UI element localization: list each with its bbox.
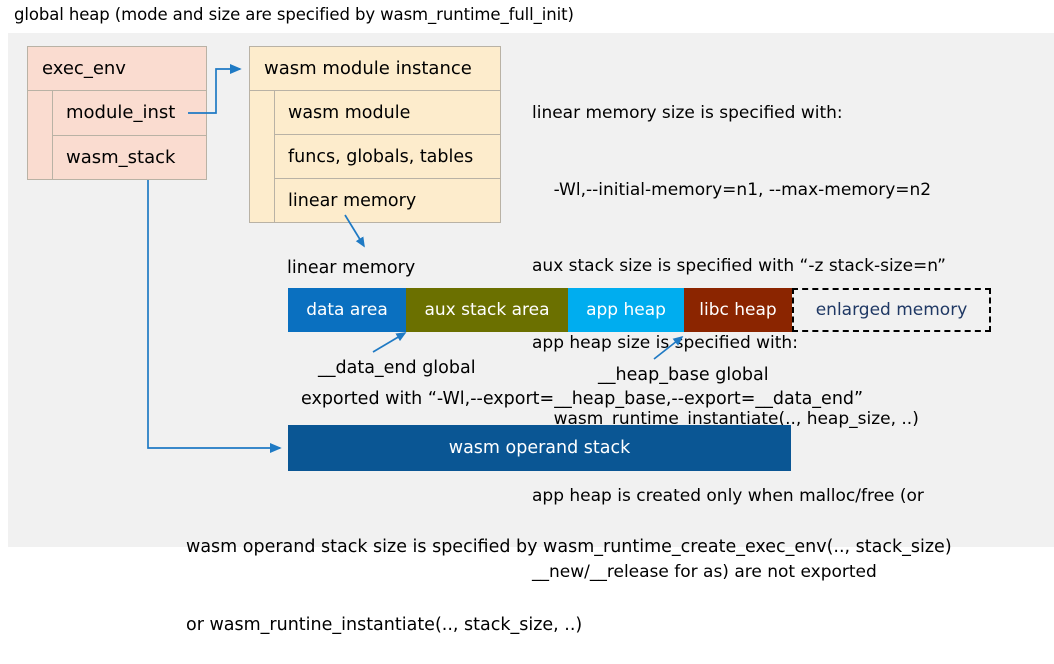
operand-stack-note-line-1: wasm operand stack size is specified by … <box>186 537 952 557</box>
linear-memory-bar: data area aux stack area app heap libc h… <box>288 288 991 332</box>
memory-note-line-5: wasm_runtime_instantiate(.., heap_size, … <box>532 409 919 429</box>
memory-notes: linear memory size is specified with: -W… <box>532 50 1032 611</box>
exec-env-gutter <box>28 91 53 179</box>
module-instance-field-funcs-globals-tables: funcs, globals, tables <box>275 135 500 179</box>
exec-env-header: exec_env <box>28 47 206 91</box>
memory-note-line-6: app heap is created only when malloc/fre… <box>532 485 924 506</box>
exec-env-field-module-inst: module_inst <box>53 91 206 136</box>
module-instance-field-linear-memory: linear memory <box>288 190 417 211</box>
memory-segment-app-heap: app heap <box>568 288 684 332</box>
module-instance-fields: wasm module funcs, globals, tables linea… <box>275 91 500 222</box>
memory-segment-enlarged-memory: enlarged memory <box>792 288 991 332</box>
heap-base-annotation: __heap_base global <box>598 365 769 385</box>
memory-segment-aux-stack-area: aux stack area <box>406 288 568 332</box>
module-instance-gutter <box>250 91 275 222</box>
wasm-operand-stack-box: wasm operand stack <box>288 425 791 471</box>
exec-env-fields: module_inst wasm_stack <box>53 91 206 179</box>
exported-with-annotation: exported with “-Wl,--export=__heap_base,… <box>301 389 864 409</box>
memory-note-line-2: -Wl,--initial-memory=n1, --max-memory=n2 <box>532 179 932 200</box>
exec-env-body: module_inst wasm_stack <box>28 91 206 179</box>
data-end-annotation: __data_end global <box>318 358 476 378</box>
operand-stack-notes: wasm operand stack size is specified by … <box>186 482 952 664</box>
memory-note-line-1: linear memory size is specified with: <box>532 103 843 123</box>
module-instance-body: wasm module funcs, globals, tables linea… <box>250 91 500 222</box>
module-instance-header: wasm module instance <box>250 47 500 91</box>
memory-segment-libc-heap: libc heap <box>684 288 792 332</box>
operand-stack-note-line-2: or wasm_runtine_instantiate(.., stack_si… <box>186 615 583 635</box>
exec-env-box: exec_env module_inst wasm_stack <box>27 46 207 180</box>
linear-memory-label: linear memory <box>287 258 416 278</box>
module-instance-field-wasm-module: wasm module <box>275 91 500 135</box>
memory-note-line-3: aux stack size is specified with “-z sta… <box>532 256 946 276</box>
memory-note-line-4: app heap size is specified with: <box>532 332 798 353</box>
page-title: global heap (mode and size are specified… <box>14 5 574 24</box>
exec-env-field-wasm-stack: wasm_stack <box>66 146 176 168</box>
memory-segment-data-area: data area <box>288 288 406 332</box>
wasm-module-instance-box: wasm module instance wasm module funcs, … <box>249 46 501 223</box>
